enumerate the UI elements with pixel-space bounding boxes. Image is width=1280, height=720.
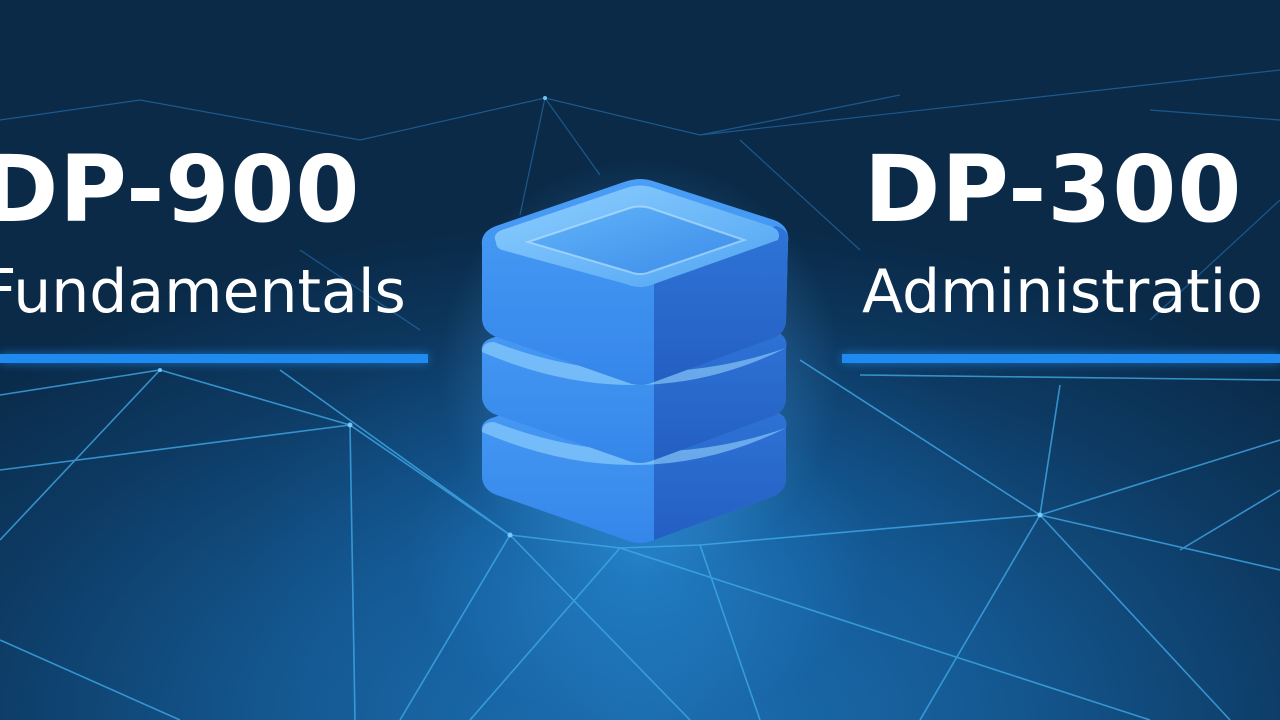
dp900-subtitle: Fundamentals [0,257,406,327]
dp300-title: DP-300 [864,136,1243,243]
right-accent-divider [842,354,1280,363]
left-accent-divider [0,354,428,363]
dp900-title: DP-900 [0,136,361,243]
database-stack-icon [440,160,840,580]
dp300-subtitle: Administratio [862,257,1264,327]
